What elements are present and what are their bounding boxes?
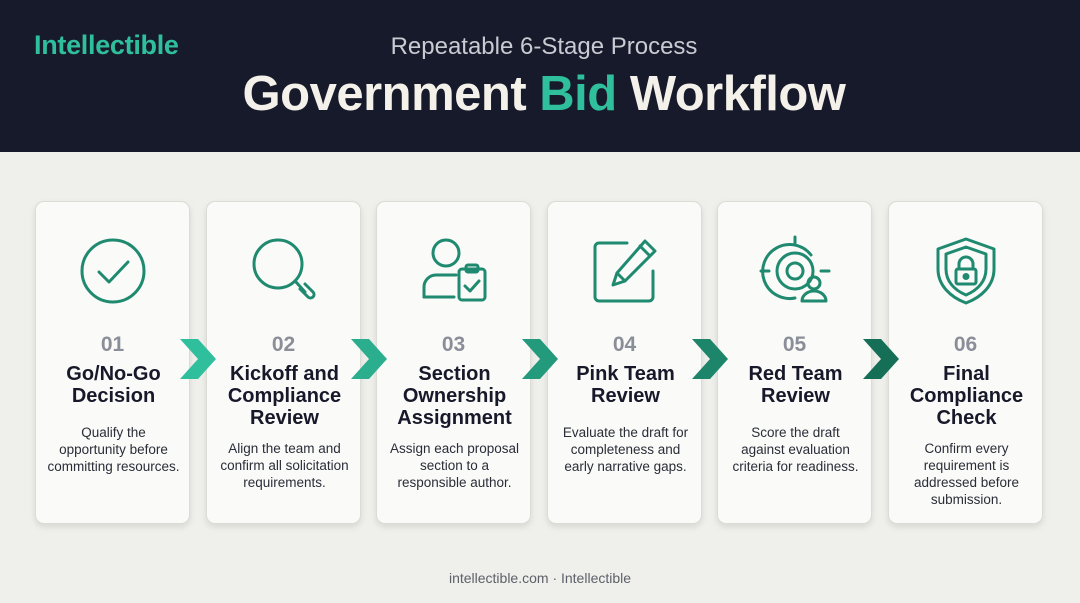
stage-card-4: 04 Pink Team Review Evaluate the draft f… [547, 201, 702, 524]
stage-name: Pink Team Review [576, 363, 675, 407]
flow-arrow-1 [178, 337, 218, 381]
stage-name: Go/No-Go Decision [66, 363, 161, 407]
flow-arrow-shape [180, 339, 216, 379]
stage-card-3: 03 Section Ownership Assignment Assign e… [376, 201, 531, 524]
stage-description: Qualify the opportunity before committin… [47, 425, 180, 474]
stage-description: Align the team and confirm all solicitat… [220, 441, 349, 490]
stage-name: Section Ownership Assignment [397, 363, 512, 429]
flow-arrow-2 [349, 337, 389, 381]
stage-description: Evaluate the draft for completeness and … [562, 425, 689, 474]
stage-card-1: 01 Go/No-Go Decision Qualify the opportu… [35, 201, 190, 524]
stage-number: 01 [100, 333, 125, 356]
footer-credit: intellectible.com · Intellectible [448, 570, 632, 586]
shield-lock-icon [930, 235, 1002, 307]
flow-arrow-shape [351, 339, 387, 379]
title-part-1: Government [242, 67, 540, 121]
header-banner: Intellectible Repeatable 6-Stage Process… [0, 0, 1080, 152]
stage-number: 02 [271, 333, 296, 356]
stage-number: 04 [612, 333, 637, 356]
stage-description: Confirm every requirement is addressed b… [913, 441, 1020, 507]
flow-arrow-5 [861, 337, 901, 381]
stage-name: Final Compliance Check [909, 363, 1024, 429]
page-title: Government Bid Workflow [0, 66, 1080, 122]
stage-number: 03 [441, 333, 466, 356]
stage-description: Assign each proposal section to a respon… [389, 441, 520, 490]
edit-pencil-icon [589, 235, 661, 307]
stage-name: Kickoff and Compliance Review [227, 363, 342, 429]
stage-number: 05 [782, 333, 807, 356]
flow-arrow-shape [692, 339, 728, 379]
flow-arrow-shape [522, 339, 558, 379]
user-clipboard-icon [418, 235, 490, 307]
stage-number: 06 [953, 333, 978, 356]
flow-arrow-3 [520, 337, 560, 381]
magnifier-icon [248, 235, 320, 307]
stage-description: Score the draft against evaluation crite… [732, 425, 859, 474]
title-part-2: Workflow [616, 67, 846, 121]
page-subtitle: Repeatable 6-Stage Process [390, 33, 698, 60]
flow-arrow-4 [690, 337, 730, 381]
stage-card-2: 02 Kickoff and Compliance Review Align t… [206, 201, 361, 524]
target-user-icon [759, 235, 831, 307]
brand-logo: Intellectible [34, 30, 179, 60]
stage-name: Red Team Review [748, 363, 843, 407]
stage-card-5: 05 Red Team Review Score the draft again… [717, 201, 872, 524]
check-circle-icon [77, 235, 149, 307]
stage-card-6: 06 Final Compliance Check Confirm every … [888, 201, 1043, 524]
title-accent: Bid [539, 67, 617, 121]
flow-arrow-shape [863, 339, 899, 379]
